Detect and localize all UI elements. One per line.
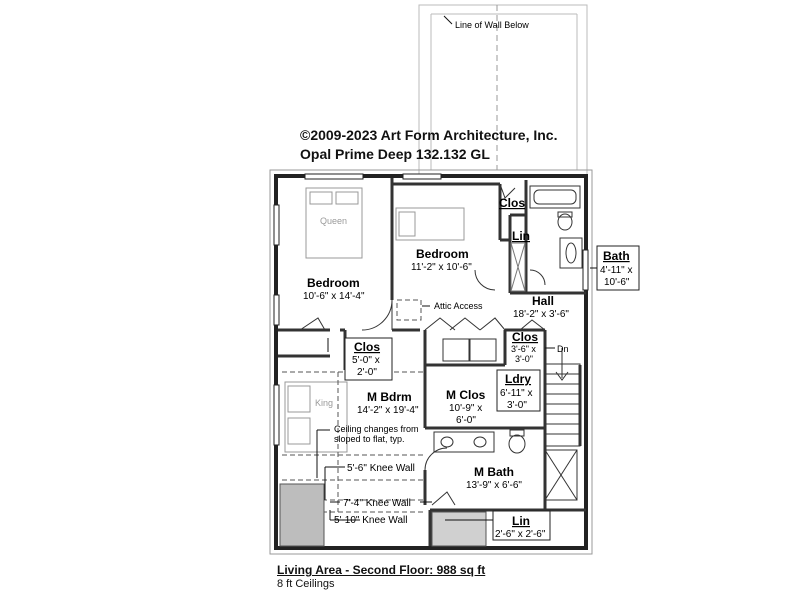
bedroom-mid-name: Bedroom — [416, 247, 469, 261]
bedroom-mid-dims: 11'-2" x 10'-6" — [411, 262, 472, 273]
m-clos-dims-1: 10'-9" x — [449, 403, 482, 414]
clos-top-name: Clos — [499, 196, 525, 210]
line-of-wall-pointer — [443, 15, 453, 25]
ldry-dims-2: 3'-0" — [507, 400, 527, 411]
clos-hall-dims-1: 3'-6" x — [511, 344, 536, 354]
bath-dims-2: 10'-6" — [604, 277, 630, 288]
footer-title: Living Area - Second Floor: 988 sq ft — [277, 563, 486, 577]
knee-wall-2: 7'-4" Knee Wall — [343, 498, 411, 509]
clos-left-name: Clos — [354, 340, 380, 354]
lin-bottom-dims: 2'-6" x 2'-6" — [495, 529, 546, 540]
twin-bed — [395, 207, 465, 241]
king-bed — [284, 381, 348, 453]
bedroom-left-dims: 10'-6" x 14'-4" — [303, 291, 365, 302]
hall-dims: 18'-2" x 3'-6" — [513, 309, 569, 320]
m-bdrm-dims: 14'-2" x 19'-4" — [357, 405, 419, 416]
king-label: King — [315, 398, 333, 408]
leader-lines — [316, 267, 597, 521]
knee-wall-1: 5'-6" Knee Wall — [347, 463, 415, 474]
windows — [273, 173, 589, 446]
clos-left-dims-1: 5'-0" x — [352, 355, 380, 366]
dashed-lines — [282, 299, 424, 513]
queen-bed — [305, 187, 363, 259]
linen-hatch — [510, 242, 526, 292]
exterior-wall-outer — [269, 169, 593, 555]
m-clos-dims-2: 6'-0" — [456, 415, 476, 426]
bath-dims-1: 4'-11" x — [600, 265, 633, 276]
knee-wall-area — [279, 483, 487, 547]
ceiling-note-1: Ceiling changes from — [334, 424, 419, 434]
copyright-block: ©2009-2023 Art Form Architecture, Inc. O… — [300, 126, 557, 164]
bedroom-left-name: Bedroom — [307, 276, 360, 290]
m-bath-fixtures — [433, 429, 578, 501]
knee-wall-3: 5'-10" Knee Wall — [334, 515, 407, 526]
m-bath-name: M Bath — [474, 465, 514, 479]
queen-label: Queen — [320, 216, 347, 226]
bath-name: Bath — [603, 249, 630, 263]
clos-left-dims-2: 2'-0" — [357, 367, 377, 378]
m-bath-dims: 13'-9" x 6'-6" — [466, 480, 522, 491]
hall-name: Hall — [532, 294, 554, 308]
line-of-wall-label: Line of Wall Below — [455, 20, 529, 30]
bath-fixtures — [529, 185, 583, 269]
stair — [544, 348, 581, 447]
door-swings — [299, 183, 546, 506]
m-bdrm-name: M Bdrm — [367, 390, 412, 404]
stair-down-label: Dn — [557, 344, 569, 354]
lin-bottom-name: Lin — [512, 514, 530, 528]
ldry-name: Ldry — [505, 372, 531, 386]
laundry-appliances — [442, 338, 497, 362]
clos-hall-dims-2: 3'-0" — [515, 354, 533, 364]
plan-name: Opal Prime Deep 132.132 GL — [300, 146, 490, 162]
clos-hall-name: Clos — [512, 330, 538, 344]
copyright-line: ©2009-2023 Art Form Architecture, Inc. — [300, 127, 558, 143]
label-boxes — [344, 245, 640, 541]
lin-top-name: Lin — [512, 229, 530, 243]
ldry-dims-1: 6'-11" x — [500, 388, 533, 399]
footer-subtitle: 8 ft Ceilings — [277, 578, 335, 590]
ceiling-note-2: sloped to flat, typ. — [334, 434, 405, 444]
m-clos-name: M Clos — [446, 388, 486, 402]
attic-access-label: Attic Access — [434, 301, 483, 311]
